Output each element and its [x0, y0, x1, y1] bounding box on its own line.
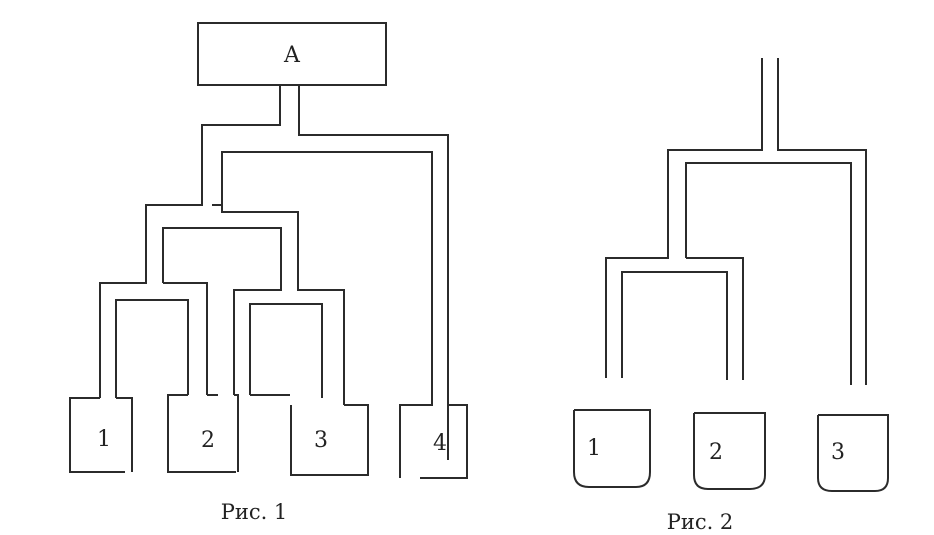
fig1-pipe-inner-right-branch: [221, 151, 433, 398]
fig1-pipe-mid-outer: [221, 205, 345, 398]
fig1-vessel-1-label: 1: [97, 427, 111, 452]
fig1-vessel-4: [399, 398, 468, 479]
fig2-pipe-mid-outer: [686, 257, 744, 380]
fig2-vessel-1-label: 1: [587, 436, 601, 461]
fig2-pipe-mid-inner: [621, 271, 728, 380]
fig2-vessel-2: [693, 412, 766, 490]
fig1-caption: Рис. 1: [221, 500, 288, 524]
fig1-pipe-outer-left: [99, 85, 281, 398]
fig1-vessel-4-label: 4: [433, 431, 447, 456]
figure-2: 1 2 3 Рис. 2: [573, 58, 889, 534]
figure-1: A 1 2 3 4 Рис. 1: [69, 22, 468, 524]
fig1-pipe-left-pair-outer: [163, 282, 208, 395]
fig1-pipe-mid-inner: [162, 227, 282, 395]
fig2-caption: Рис. 2: [667, 510, 734, 534]
fig1-vessel-3: [250, 394, 369, 476]
fig1-vessel-1: [69, 397, 133, 473]
fig2-pipe-outer-right: [777, 58, 867, 385]
fig2-vessel-1: [573, 409, 651, 488]
fig1-pipe-left-pair-inner: [115, 299, 189, 398]
root-label: A: [283, 43, 301, 68]
fig2-vessel-2-label: 2: [709, 440, 723, 465]
fig1-pipe-right-pair-inner: [249, 303, 323, 398]
fig2-pipe-inner-right: [685, 162, 852, 385]
fig1-vessel-2: [167, 394, 239, 473]
fig2-vessel-3: [817, 414, 889, 492]
fig1-pipe-outer-right: [298, 85, 449, 460]
fig2-pipe-outer-left: [605, 58, 763, 378]
fig1-vessel-3-label: 3: [314, 428, 328, 453]
root-box-a: [197, 22, 387, 86]
fig2-vessel-3-label: 3: [831, 440, 845, 465]
fig1-vessel-2-label: 2: [201, 428, 215, 453]
